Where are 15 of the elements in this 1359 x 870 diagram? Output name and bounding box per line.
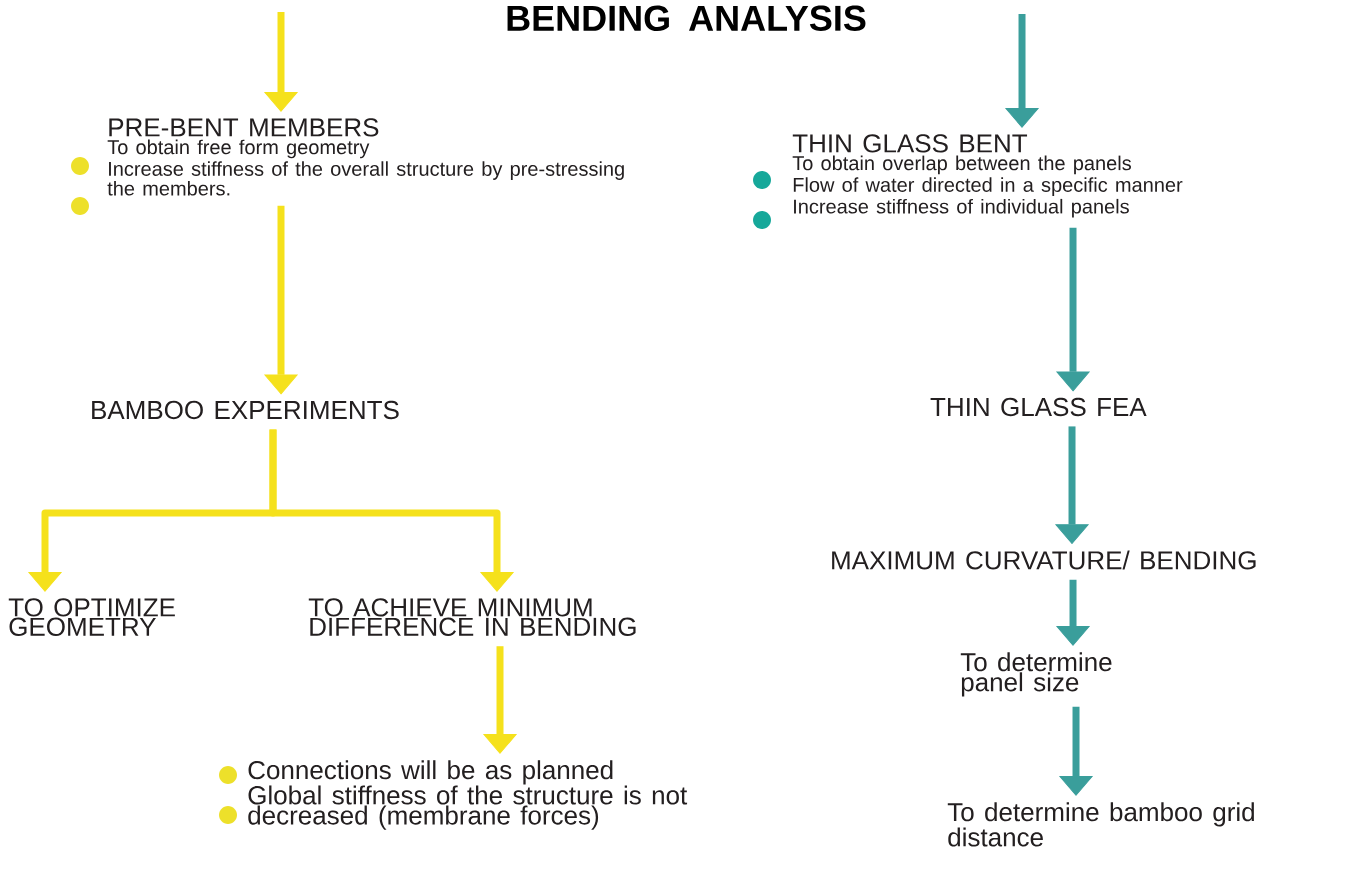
step-text: MAXIMUM CURVATURE/ BENDING [832, 550, 1256, 570]
step-text: Connections will be as planned Global stiffness of the structure is not decreased (membrane forces) [248, 760, 688, 830]
step-text: BAMBOO EXPERIMENTS [92, 400, 399, 420]
step-text: THIN GLASS BENT To obtain overlap between the panels Flow of water directed in a specific manner Increase stiffness of individual panels [792, 134, 1183, 218]
step-text: To determine panel size [960, 652, 1112, 697]
step-text: To determine bamboo grid distance [947, 802, 1254, 847]
arrow [1056, 579, 1090, 646]
step-text: TO ACHIEVE MINIMUM DIFFERENCE IN BENDING [308, 598, 636, 636]
arrow [1059, 706, 1093, 796]
title: BENDING ANALYSIS [507, 5, 866, 31]
arrow [1056, 227, 1090, 392]
arrow [264, 205, 298, 395]
step-text: PRE-BENT MEMBERS To obtain free form geometry Increase stiffness of the overall structure by pre-stressing the members. [107, 118, 624, 196]
step-text: TO OPTIMIZE GEOMETRY [8, 598, 175, 636]
step-text: THIN GLASS FEA [930, 397, 1147, 417]
